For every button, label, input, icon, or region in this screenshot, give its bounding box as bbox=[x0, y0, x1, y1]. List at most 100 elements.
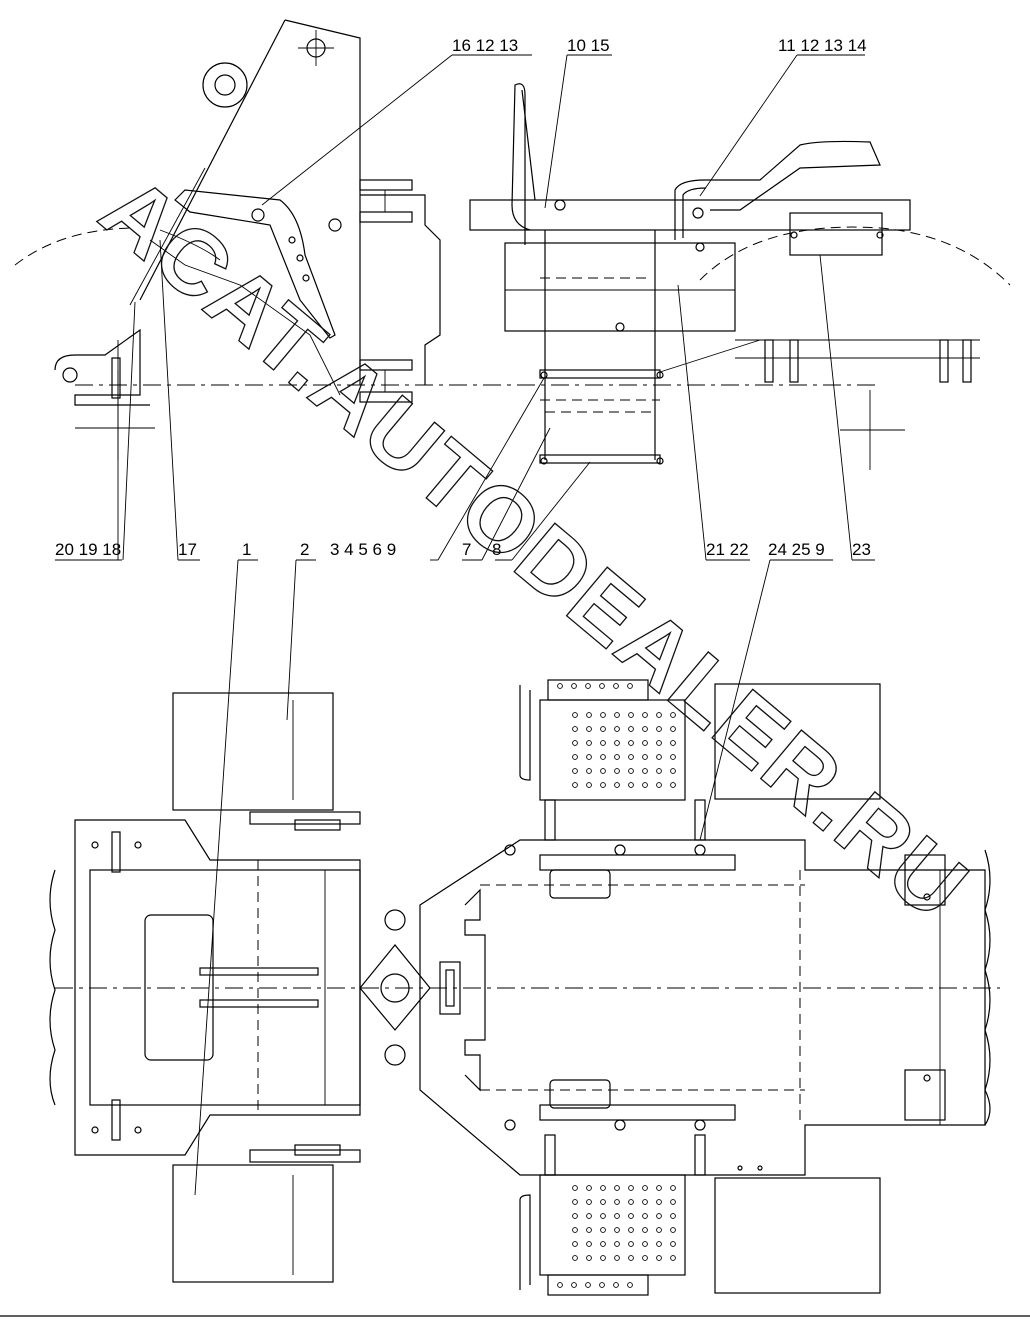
perforation-hole bbox=[670, 754, 676, 760]
perforation-hole bbox=[571, 683, 577, 689]
perforation-hole bbox=[627, 683, 633, 689]
perforation-hole bbox=[670, 726, 676, 732]
perforation-hole bbox=[586, 1199, 592, 1205]
perforation-hole bbox=[572, 1241, 578, 1247]
perforation-hole bbox=[586, 712, 592, 718]
perforation-hole bbox=[614, 1213, 620, 1219]
side-view bbox=[14, 19, 1011, 470]
perforation-hole bbox=[572, 754, 578, 760]
perforation-hole bbox=[572, 1227, 578, 1233]
perforation-hole bbox=[670, 1185, 676, 1191]
perforation-hole bbox=[656, 768, 662, 774]
perforation-hole bbox=[614, 1185, 620, 1191]
perforation-hole bbox=[628, 1185, 634, 1191]
perforation-hole bbox=[670, 1213, 676, 1219]
perforation-hole bbox=[600, 754, 606, 760]
perforation-hole bbox=[600, 768, 606, 774]
perforation-hole bbox=[656, 726, 662, 732]
perforation-hole bbox=[656, 1227, 662, 1233]
plan-view bbox=[0, 679, 1030, 1317]
perforation-hole bbox=[642, 754, 648, 760]
perforation-hole bbox=[642, 1227, 648, 1233]
perforation-hole bbox=[642, 1241, 648, 1247]
pivot-eye-icon bbox=[202, 62, 248, 108]
perforation-hole bbox=[613, 683, 619, 689]
perforation-hole bbox=[670, 740, 676, 746]
perforation-hole bbox=[628, 1227, 634, 1233]
perforation-hole bbox=[670, 1227, 676, 1233]
perforation-hole bbox=[586, 1255, 592, 1261]
perforation-hole bbox=[670, 768, 676, 774]
perforation-hole bbox=[656, 1199, 662, 1205]
callouts: 16 12 13 10 15 11 12 13 14 20 19 18 17 1… bbox=[55, 36, 871, 559]
perforation-hole bbox=[614, 1227, 620, 1233]
callout-8: 8 bbox=[492, 540, 501, 559]
perforation-hole bbox=[599, 1282, 605, 1288]
callout-1: 1 bbox=[242, 540, 251, 559]
perforation-hole bbox=[628, 754, 634, 760]
perforation-hole bbox=[585, 683, 591, 689]
perforation-hole bbox=[614, 1199, 620, 1205]
perforation-hole bbox=[628, 1241, 634, 1247]
callout-3-4-5-6-9: 3 4 5 6 9 bbox=[330, 540, 396, 559]
perforation-hole bbox=[572, 712, 578, 718]
perforation-hole bbox=[572, 726, 578, 732]
perforation-hole bbox=[572, 1199, 578, 1205]
perforation-hole bbox=[614, 712, 620, 718]
perforation-hole bbox=[656, 740, 662, 746]
perforation-hole bbox=[600, 712, 606, 718]
perforation-hole bbox=[599, 683, 605, 689]
perforation-hole bbox=[586, 782, 592, 788]
perforation-hole bbox=[656, 1185, 662, 1191]
callout-10-15: 10 15 bbox=[567, 36, 610, 55]
perforation-hole bbox=[628, 712, 634, 718]
perforation-hole bbox=[628, 1199, 634, 1205]
perforation-hole bbox=[572, 1185, 578, 1191]
perforation-hole bbox=[585, 1282, 591, 1288]
perforation-hole bbox=[614, 1241, 620, 1247]
perforation-hole bbox=[614, 754, 620, 760]
perforation-hole bbox=[628, 782, 634, 788]
perforation-hole bbox=[642, 768, 648, 774]
perforation-hole bbox=[586, 768, 592, 774]
perforation-hole bbox=[642, 726, 648, 732]
perforation-hole bbox=[586, 754, 592, 760]
perforation-hole bbox=[572, 1255, 578, 1261]
perforation-hole bbox=[627, 1282, 633, 1288]
perforation-hole bbox=[572, 782, 578, 788]
perforation-hole bbox=[656, 1255, 662, 1261]
perforation-hole bbox=[670, 1199, 676, 1205]
perforation-hole bbox=[670, 782, 676, 788]
callout-17: 17 bbox=[178, 540, 197, 559]
perforation-hole bbox=[614, 768, 620, 774]
perforation-hole bbox=[628, 740, 634, 746]
perforation-hole bbox=[586, 740, 592, 746]
perforation-hole bbox=[642, 1213, 648, 1219]
perforation-hole bbox=[572, 768, 578, 774]
perforation-hole bbox=[586, 726, 592, 732]
perforation-pattern bbox=[557, 683, 676, 1288]
perforation-hole bbox=[600, 1255, 606, 1261]
perforation-hole bbox=[557, 1282, 563, 1288]
callout-23: 23 bbox=[852, 540, 871, 559]
perforation-hole bbox=[614, 1255, 620, 1261]
perforation-hole bbox=[642, 740, 648, 746]
perforation-hole bbox=[572, 1213, 578, 1219]
leader-lines-top bbox=[55, 54, 875, 561]
perforation-hole bbox=[656, 712, 662, 718]
perforation-hole bbox=[614, 726, 620, 732]
perforation-hole bbox=[670, 1255, 676, 1261]
perforation-hole bbox=[600, 1213, 606, 1219]
perforation-hole bbox=[600, 782, 606, 788]
perforation-hole bbox=[642, 712, 648, 718]
perforation-hole bbox=[571, 1282, 577, 1288]
perforation-hole bbox=[656, 782, 662, 788]
perforation-hole bbox=[642, 782, 648, 788]
perforation-hole bbox=[600, 1199, 606, 1205]
callout-16-12-13: 16 12 13 bbox=[452, 36, 518, 55]
perforation-hole bbox=[628, 768, 634, 774]
perforation-hole bbox=[628, 1255, 634, 1261]
perforation-hole bbox=[600, 740, 606, 746]
